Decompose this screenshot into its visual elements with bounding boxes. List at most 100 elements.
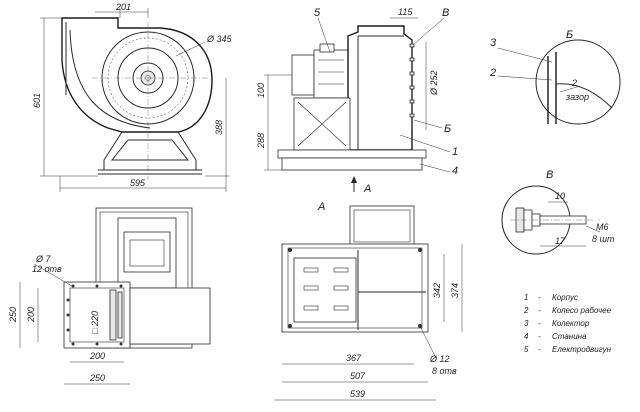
legend-item: 2 - Колесо рабочее: [523, 306, 612, 315]
legend-item: 1 - Корпус: [524, 293, 578, 302]
plan-collector: [109, 289, 117, 341]
base-frame: [281, 157, 423, 171]
bolt-size: M6: [596, 222, 609, 232]
leader-hole-12: [419, 325, 437, 359]
legend-num: 4: [524, 332, 529, 341]
view-a-holes: [288, 248, 422, 328]
callout-v: В: [442, 7, 449, 19]
leader-4: [419, 163, 451, 173]
dim-115: 115: [398, 7, 413, 17]
dim-601: 601: [32, 93, 42, 108]
legend-label: Колесо рабочее: [552, 306, 612, 315]
dim-342: 342: [432, 283, 442, 298]
plan-collector-2: [117, 291, 123, 339]
front-view: 201 Ø 345 601 388 595: [32, 2, 233, 192]
plan-casing: [129, 287, 211, 345]
view-arrow-head: [351, 176, 357, 183]
dim-100: 100: [256, 83, 266, 98]
legend-label: Станина: [552, 332, 587, 341]
detail-b-gap-value: 2: [571, 78, 577, 88]
legend-dash: -: [538, 319, 541, 328]
base-plate: [277, 149, 427, 159]
legend-dash: -: [538, 345, 541, 354]
plan-inlet-inner: [69, 287, 125, 343]
leader-b: [413, 119, 443, 129]
legend: 1 - Корпус 2 - Колесо рабочее 3 - Колект…: [523, 293, 612, 354]
dim-507: 507: [350, 371, 366, 381]
plan-motor-cap: [129, 239, 165, 267]
dim-374: 374: [450, 283, 460, 298]
dim-539: 539: [350, 389, 365, 399]
callout-1: 1: [452, 146, 458, 158]
detail-b: Б 3 2 2 зазор: [489, 29, 621, 125]
callout-4: 4: [452, 165, 458, 177]
legend-num: 1: [524, 293, 528, 302]
view-a-slots: [303, 267, 349, 311]
detail-b-wheel: [555, 83, 613, 109]
plan-bolt-holes: [66, 284, 123, 346]
dim-17: 17: [555, 236, 566, 246]
callout-b: Б: [444, 123, 451, 135]
dim-288: 288: [256, 133, 266, 149]
hole-count: 12 отв: [32, 264, 62, 274]
legend-item: 5 - Електродвигун: [524, 345, 612, 354]
legend-item: 4 - Станина: [524, 332, 587, 341]
dim-250-vertical: 250: [8, 307, 18, 323]
legend-num: 5: [524, 345, 529, 354]
motor-fan-cover: [291, 54, 315, 96]
leader-hole: [33, 263, 73, 287]
hole-diameter: Ø 7: [35, 254, 52, 264]
leader-345: [175, 41, 206, 57]
view-a-top-inner: [353, 209, 411, 243]
legend-label: Колектор: [552, 319, 590, 328]
leader-5: [317, 17, 331, 53]
dim-201: 201: [115, 2, 131, 12]
legend-dash: -: [538, 332, 541, 341]
detail-b-title: Б: [566, 29, 573, 41]
hole-12-count: 8 отв: [432, 366, 457, 376]
hole-12-diameter: Ø 12: [429, 354, 450, 364]
legend-dash: -: [538, 306, 541, 315]
legend-dash: -: [538, 293, 541, 302]
view-arrow-label: A: [363, 183, 371, 195]
callout-5: 5: [314, 7, 321, 19]
volute-inner: [65, 22, 151, 129]
dim-252: Ø 252: [429, 70, 439, 96]
detail-b-circle: [535, 39, 621, 125]
stand-brace: [297, 101, 347, 147]
dim-388: 388: [214, 120, 224, 135]
bolt-count: 8 шт: [592, 234, 615, 244]
outlet-flange: [409, 40, 415, 130]
volute-casing: [61, 17, 213, 133]
leader-2: [497, 75, 553, 81]
leader-m6: [585, 225, 601, 233]
detail-b-callout-2: 2: [489, 67, 496, 79]
dim-diameter-345: Ø 345: [206, 34, 233, 44]
stand-frame: [103, 131, 197, 171]
dim-200-horizontal: 200: [89, 351, 105, 361]
gap-leader: [559, 85, 581, 93]
view-a-title: A: [317, 201, 325, 213]
plan-motor-box: [123, 231, 171, 273]
view-a-top-flange: [349, 205, 415, 247]
legend-label: Електродвигун: [552, 345, 612, 354]
motor-terminal-box: [319, 43, 335, 53]
detail-b-callout-3: 3: [490, 37, 497, 49]
leader-1: [399, 134, 451, 153]
leader-v: [413, 17, 445, 45]
view-a: A 342 374 367 507 539 Ø 12 8 отв: [274, 201, 463, 401]
dim-10: 10: [555, 191, 565, 201]
dim-200-vertical: 200: [26, 307, 36, 323]
legend-num: 3: [524, 319, 529, 328]
detail-v: В 10 M6 8 шт 17: [501, 169, 615, 255]
dim-220-square: □ 220: [90, 311, 100, 334]
detail-b-gap-label: зазор: [565, 92, 589, 102]
view-a-base-inner: [287, 247, 423, 329]
detail-v-title: В: [546, 169, 553, 181]
legend-label: Корпус: [552, 293, 578, 302]
dim-367: 367: [346, 353, 362, 363]
legend-item: 3 - Колектор: [524, 319, 590, 328]
dim-250-horizontal: 250: [89, 373, 105, 383]
